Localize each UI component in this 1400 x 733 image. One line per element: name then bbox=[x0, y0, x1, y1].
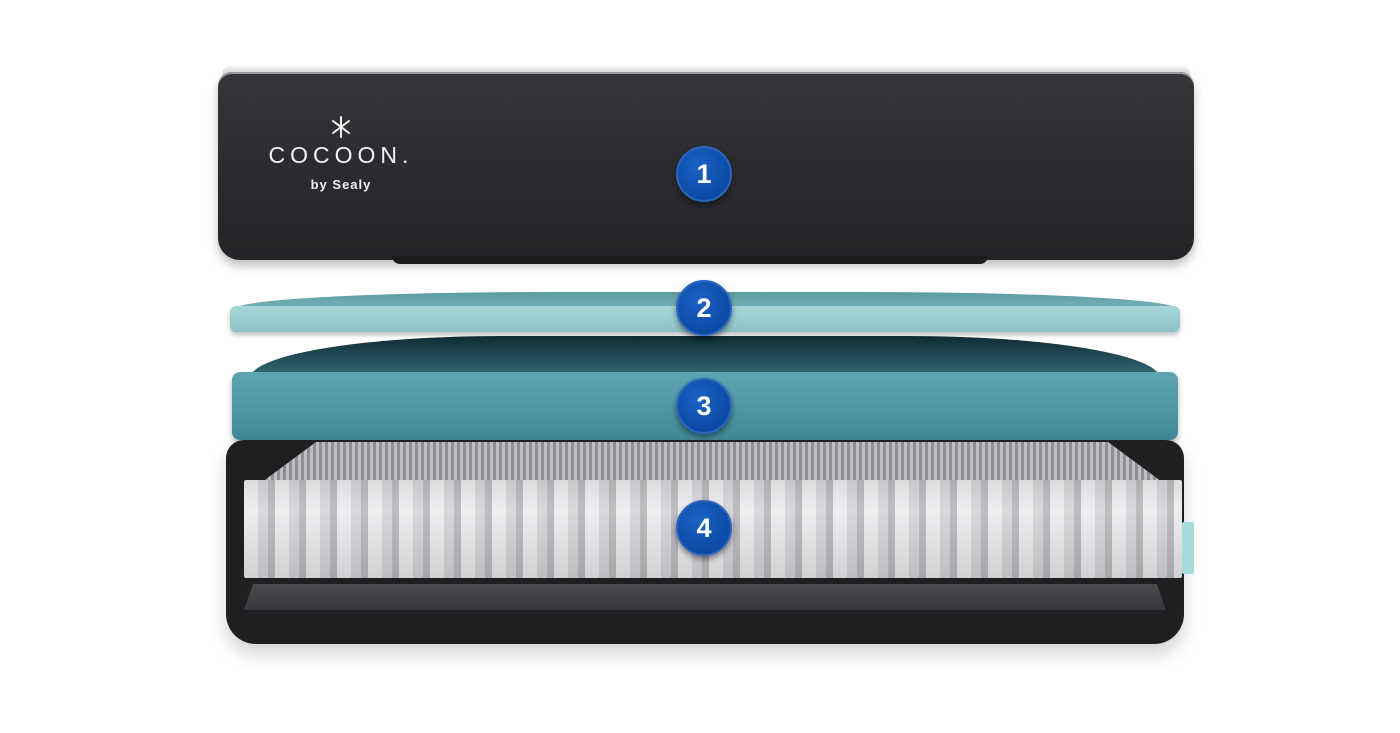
base-plate bbox=[244, 584, 1166, 610]
brand-logo: COCOON. by Sealy bbox=[262, 116, 420, 192]
cover-bottom-edge bbox=[392, 256, 988, 264]
asterisk-star-icon bbox=[332, 116, 350, 138]
side-tag bbox=[1182, 522, 1194, 574]
brand-subtitle: by Sealy bbox=[310, 177, 372, 192]
layer-badge-3: 3 bbox=[676, 378, 732, 434]
brand-name: COCOON. bbox=[268, 142, 414, 168]
layer-badge-2: 2 bbox=[676, 280, 732, 336]
coil-top-surface bbox=[262, 442, 1162, 482]
cover-top-edge bbox=[222, 66, 1190, 76]
layer-badge-4: 4 bbox=[676, 500, 732, 556]
layer-badge-1: 1 bbox=[676, 146, 732, 202]
